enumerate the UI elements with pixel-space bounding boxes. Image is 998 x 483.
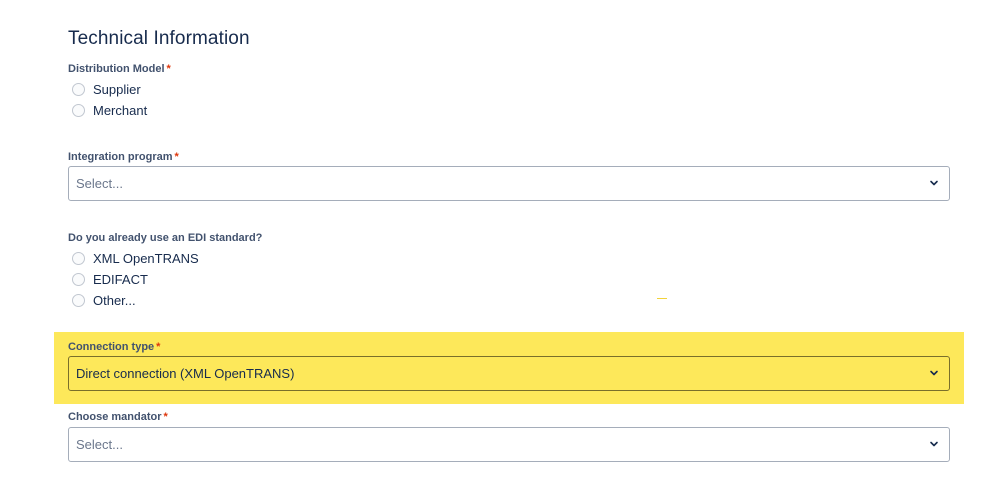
mandator-label: Choose mandator* [68,411,168,423]
required-mark: * [156,341,161,353]
chevron-down-icon[interactable] [929,368,939,378]
radio-unchecked-icon[interactable] [72,251,85,265]
radio-supplier-label: Supplier [93,81,141,97]
radio-merchant[interactable]: Merchant [72,101,147,119]
connection-type-select[interactable]: Direct connection (XML OpenTRANS) [68,356,950,391]
chevron-down-icon[interactable] [929,178,939,188]
mandator-label-text: Choose mandator [68,411,162,423]
radio-unchecked-icon[interactable] [72,272,85,286]
integration-program-label: Integration program* [68,151,179,163]
distribution-model-label-text: Distribution Model [68,63,165,75]
edi-standard-label-text: Do you already use an EDI standard? [68,232,263,244]
required-mark: * [174,151,179,163]
radio-unchecked-icon[interactable] [72,293,85,307]
radio-other[interactable]: Other... [72,291,136,309]
section-title: Technical Information [68,28,250,49]
radio-unchecked-icon[interactable] [72,103,85,117]
distribution-model-label: Distribution Model* [68,63,171,75]
edi-standard-label: Do you already use an EDI standard? [68,232,262,244]
radio-xml-opentrans-label: XML OpenTRANS [93,250,199,266]
connection-type-label: Connection type* [68,341,160,353]
radio-edifact-label: EDIFACT [93,271,148,287]
chevron-down-icon[interactable] [929,439,939,449]
required-mark: * [166,63,171,75]
radio-xml-opentrans[interactable]: XML OpenTRANS [72,249,199,267]
connection-type-label-text: Connection type [68,341,155,353]
stray-mark [657,298,667,299]
mandator-select[interactable]: Select... [68,427,950,462]
radio-supplier[interactable]: Supplier [72,80,141,98]
integration-program-label-text: Integration program [68,151,173,163]
radio-unchecked-icon[interactable] [72,82,85,96]
radio-edifact[interactable]: EDIFACT [72,270,148,288]
radio-merchant-label: Merchant [93,102,148,118]
mandator-value: Select... [76,437,123,452]
connection-type-value: Direct connection (XML OpenTRANS) [76,366,295,381]
integration-program-select[interactable]: Select... [68,166,950,201]
integration-program-value: Select... [76,176,123,191]
required-mark: * [163,411,168,423]
radio-other-label: Other... [93,292,136,308]
